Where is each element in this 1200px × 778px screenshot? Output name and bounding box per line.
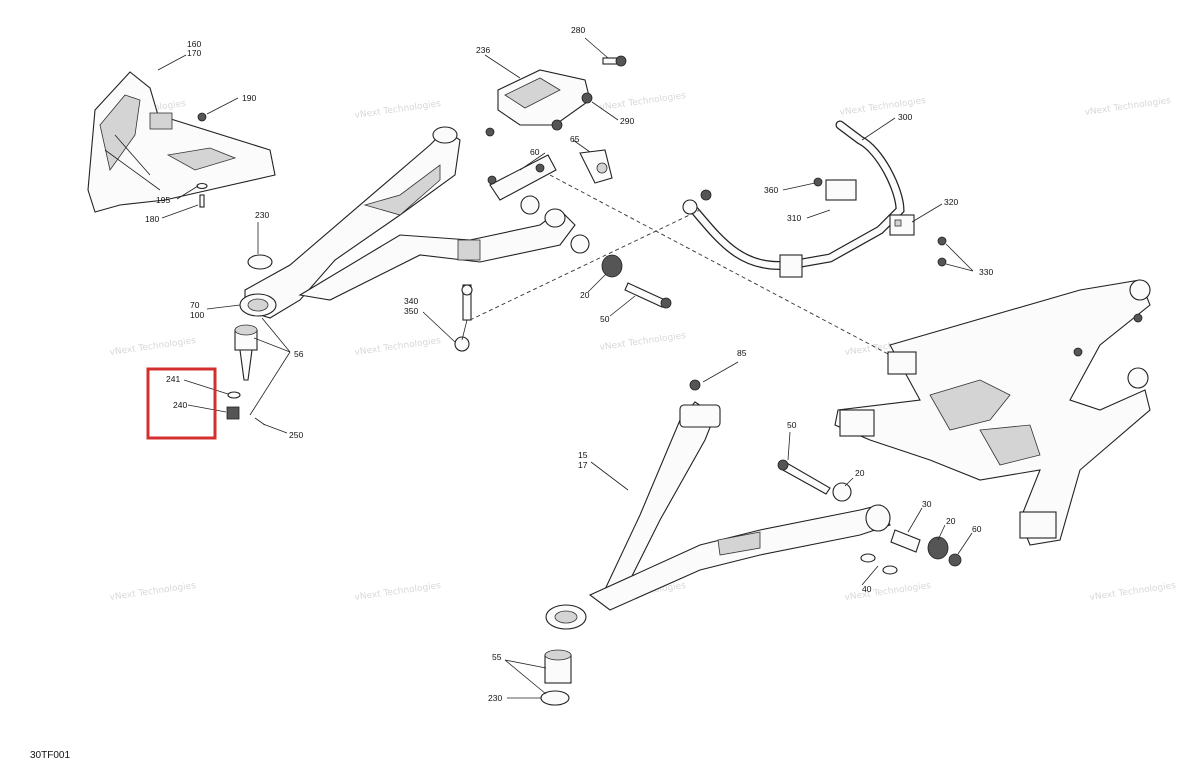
bolt-50-lower[interactable] — [777, 459, 831, 495]
callout-20-upper: 20 — [580, 290, 590, 300]
callout-180: 180 — [145, 214, 159, 224]
sway-bar[interactable] — [682, 120, 905, 271]
callout-17: 17 — [578, 460, 588, 470]
callout-250: 250 — [289, 430, 303, 440]
callout-236: 236 — [476, 45, 490, 55]
callout-300: 300 — [898, 112, 912, 122]
callout-290: 290 — [620, 116, 634, 126]
washer-241[interactable] — [227, 391, 241, 399]
nut-85[interactable] — [689, 379, 701, 391]
bracket-236[interactable] — [497, 69, 591, 126]
ball-joint-56-upper[interactable] — [234, 324, 258, 381]
sway-bar-bushing-310[interactable] — [779, 179, 857, 278]
callout-60-lower: 60 — [972, 524, 982, 534]
callout-55: 55 — [492, 652, 502, 662]
watermark-13: vNext Technologies — [844, 581, 932, 603]
plate-60[interactable] — [487, 154, 557, 201]
callout-50-upper: 50 — [600, 314, 610, 324]
watermark-3: vNext Technologies — [599, 91, 687, 113]
screw-180[interactable] — [199, 194, 205, 208]
watermark-7: vNext Technologies — [354, 336, 442, 358]
diagram-code: 30TF001 — [30, 750, 71, 761]
callout-320: 320 — [944, 197, 958, 207]
callout-70: 70 — [190, 300, 200, 310]
bushing-20-lower[interactable] — [832, 482, 949, 560]
sway-bar-link[interactable] — [454, 284, 473, 352]
clip-230-upper[interactable] — [247, 254, 273, 270]
bolt-360[interactable] — [813, 177, 823, 187]
assembly-lines — [469, 174, 891, 356]
callout-170: 170 — [187, 48, 201, 58]
bolt-50-upper[interactable] — [624, 282, 672, 309]
callout-60-upper: 60 — [530, 147, 540, 157]
callout-195: 195 — [156, 195, 170, 205]
bolt-small-upper[interactable] — [485, 119, 563, 137]
washer-40[interactable] — [860, 553, 898, 575]
bolt-280[interactable] — [602, 55, 627, 67]
callout-20-mid: 20 — [855, 468, 865, 478]
frame-assembly[interactable] — [834, 279, 1151, 546]
nut-60-lower[interactable] — [948, 553, 962, 567]
watermark-4: vNext Technologies — [839, 96, 927, 118]
callout-20-lower: 20 — [946, 516, 956, 526]
upper-a-arm[interactable] — [239, 126, 576, 319]
watermark-11: vNext Technologies — [354, 581, 442, 603]
watermark-2: vNext Technologies — [354, 99, 442, 121]
callout-280: 280 — [571, 25, 585, 35]
callout-190: 190 — [242, 93, 256, 103]
watermark-14: vNext Technologies — [1089, 581, 1177, 603]
callout-30: 30 — [922, 499, 932, 509]
callout-310: 310 — [787, 213, 801, 223]
callout-40: 40 — [862, 584, 872, 594]
leader-lines — [157, 37, 974, 699]
bushing-upper[interactable] — [520, 195, 623, 278]
nut-290[interactable] — [581, 92, 593, 104]
callout-15: 15 — [578, 450, 588, 460]
callout-85: 85 — [737, 348, 747, 358]
callout-340: 340 — [404, 296, 418, 306]
plate-65[interactable] — [579, 149, 613, 184]
callout-56: 56 — [294, 349, 304, 359]
callout-50-lower: 50 — [787, 420, 797, 430]
callout-241: 241 — [166, 374, 180, 384]
callout-100: 100 — [190, 310, 204, 320]
nut-240[interactable] — [226, 406, 240, 420]
callout-230-lower: 230 — [488, 693, 502, 703]
callout-labels: 160 170 190 195 180 236 280 290 60 65 30… — [145, 25, 993, 703]
highlight-box — [146, 367, 217, 440]
watermark-10: vNext Technologies — [109, 581, 197, 603]
callout-330: 330 — [979, 267, 993, 277]
watermark-5: vNext Technologies — [1084, 96, 1172, 118]
callout-160: 160 — [187, 39, 201, 49]
bolts-330[interactable] — [937, 236, 947, 267]
skid-plate-part[interactable] — [87, 71, 276, 213]
bolt-190[interactable] — [197, 112, 207, 122]
watermark-8: vNext Technologies — [599, 331, 687, 353]
ball-joint-55-lower[interactable] — [544, 649, 572, 684]
callout-360: 360 — [764, 185, 778, 195]
sleeve-30[interactable] — [890, 529, 921, 553]
lower-a-arm[interactable] — [545, 401, 891, 630]
callout-240: 240 — [173, 400, 187, 410]
washer-195[interactable] — [196, 182, 208, 190]
callout-350: 350 — [404, 306, 418, 316]
clamp-320[interactable] — [889, 214, 915, 236]
callout-230-upper: 230 — [255, 210, 269, 220]
watermark-6: vNext Technologies — [109, 336, 197, 358]
callout-65: 65 — [570, 134, 580, 144]
